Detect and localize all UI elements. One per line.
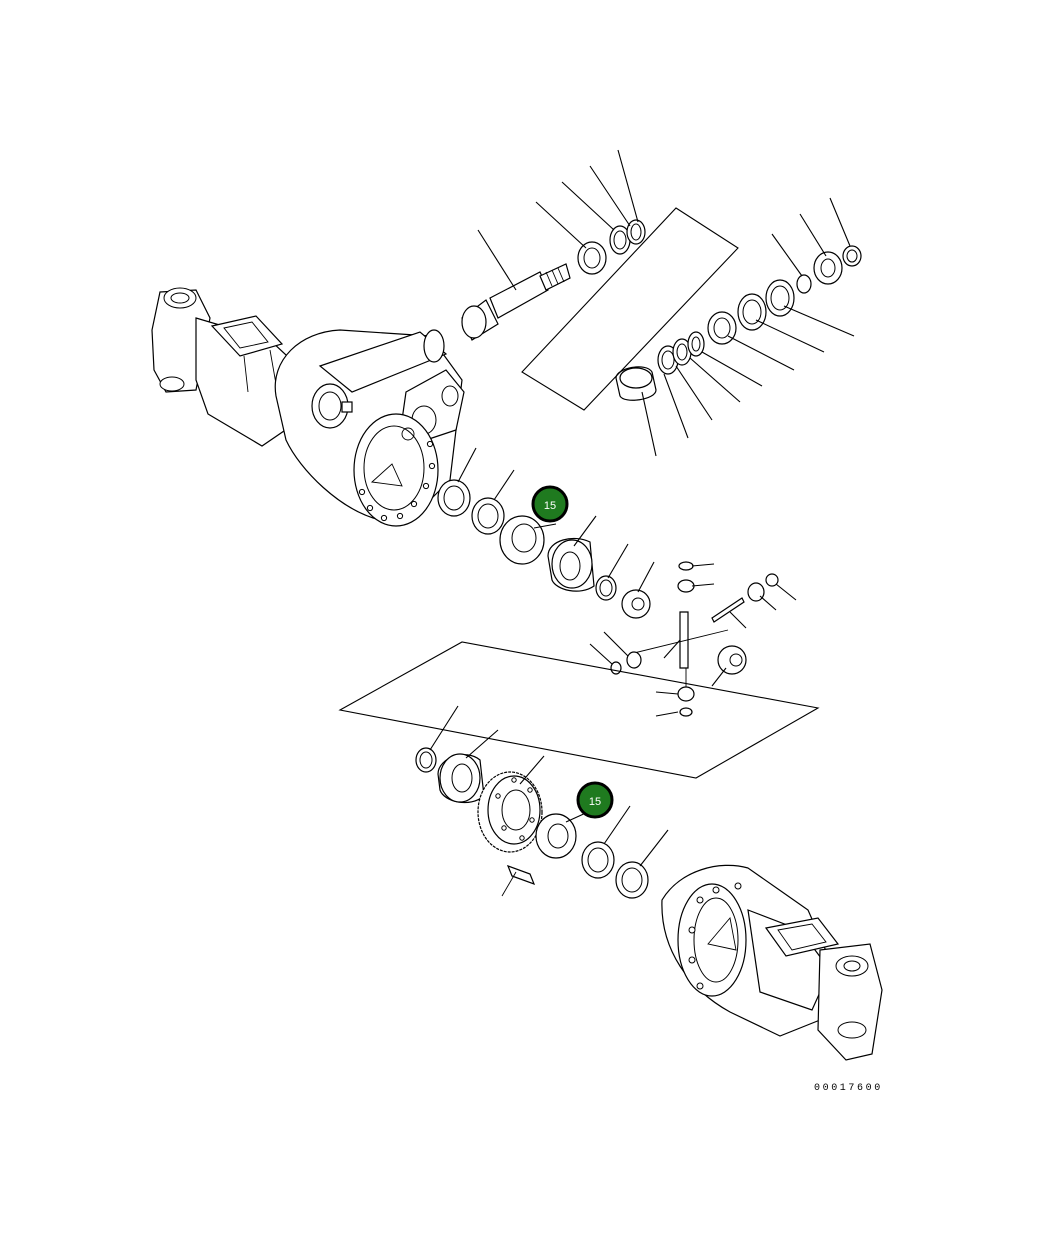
callout-label: 15: [589, 796, 601, 808]
left-axle-housing: [151, 287, 465, 527]
callout-badge[interactable]: [531, 485, 569, 523]
callout-label: 15: [544, 500, 556, 512]
ring-gear-group: [415, 747, 649, 899]
group-outlines: [338, 207, 820, 779]
callout-15-upper[interactable]: 15: [531, 485, 569, 523]
leader-lines: [429, 149, 855, 867]
callout-badge[interactable]: [576, 781, 614, 819]
right-axle-housing: [661, 864, 883, 1061]
drawing-number: 00017600: [814, 1083, 883, 1094]
differential-group: [437, 479, 779, 717]
callout-15-lower[interactable]: 15: [576, 781, 614, 819]
pinion-shaft-group: [461, 219, 646, 341]
